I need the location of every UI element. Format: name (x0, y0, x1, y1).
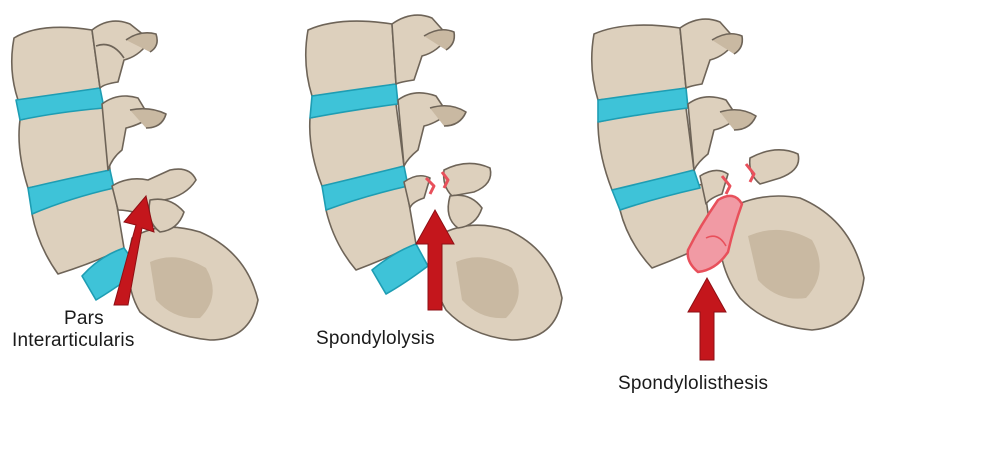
label-pars-interarticularis: Pars Interarticularis (12, 308, 182, 352)
label-spondylolysis: Spondylolysis (316, 328, 435, 349)
lumbar-spine-slip-icon (590, 18, 865, 331)
red-arrow-icon (113, 194, 155, 306)
label-line-pars: Pars (64, 308, 104, 329)
lumbar-spine-fracture-icon (304, 14, 563, 341)
label-spondylolisthesis: Spondylolisthesis (618, 373, 769, 394)
label-line-interarticularis: Interarticularis (12, 330, 135, 351)
red-arrow-icon (687, 276, 727, 361)
red-arrow-icon (415, 208, 455, 311)
lumbar-spine-normal-icon (10, 20, 259, 341)
